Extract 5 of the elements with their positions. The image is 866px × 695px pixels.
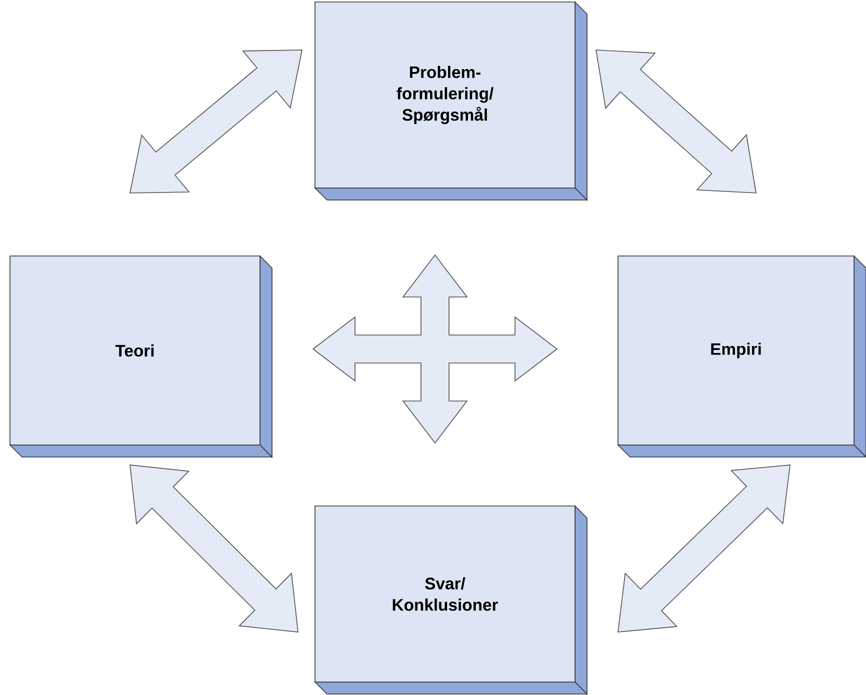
arrow xyxy=(618,464,790,632)
arrow xyxy=(596,50,756,194)
arrow xyxy=(130,50,302,194)
arrow xyxy=(130,464,298,632)
four-way-arrow xyxy=(312,254,558,444)
